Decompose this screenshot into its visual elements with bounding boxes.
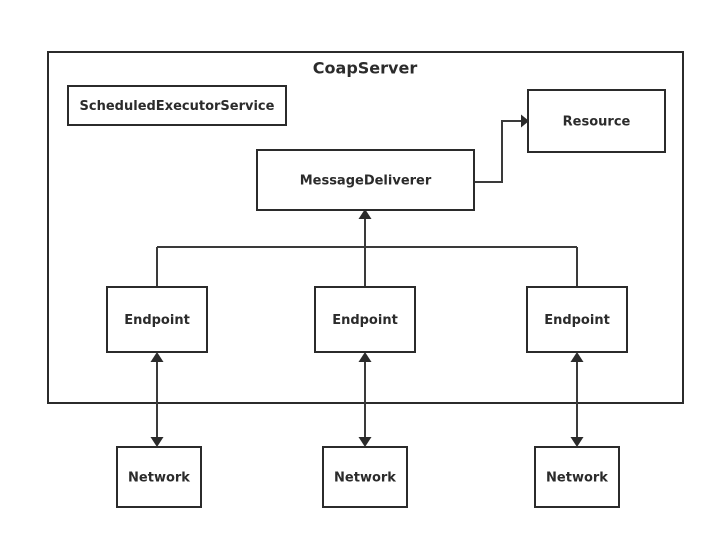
arrowhead-up-endpoint-middle xyxy=(358,352,372,362)
endpoint-middle-label: Endpoint xyxy=(332,313,398,328)
connector-endpoint-middle-to-network-middle xyxy=(358,352,372,447)
connector-endpoint-left-to-network-left xyxy=(150,352,164,447)
message-deliverer-label: MessageDeliverer xyxy=(300,174,432,189)
connector-message-deliverer-to-resource xyxy=(474,114,529,183)
node-network-left[interactable]: Network xyxy=(116,446,202,508)
connector-endpoint-bus xyxy=(156,246,578,288)
scheduled-executor-service-box[interactable] xyxy=(67,85,287,126)
network-middle-box[interactable] xyxy=(322,446,408,508)
network-right-label: Network xyxy=(546,471,608,486)
endpoint-right-box[interactable] xyxy=(526,286,628,353)
coap-server-title: CoapServer xyxy=(313,59,418,78)
node-resource[interactable]: Resource xyxy=(527,89,666,153)
scheduled-executor-service-label: ScheduledExecutorService xyxy=(80,99,275,114)
node-scheduled-executor-service[interactable]: ScheduledExecutorService xyxy=(67,85,287,126)
node-endpoint-right[interactable]: Endpoint xyxy=(526,286,628,353)
arrowhead-up-endpoint-right xyxy=(570,352,584,362)
network-left-label: Network xyxy=(128,471,190,486)
arrowhead-into-message-deliverer xyxy=(358,209,372,219)
node-endpoint-middle[interactable]: Endpoint xyxy=(314,286,416,353)
arrowhead-down-network-middle xyxy=(358,437,372,447)
endpoint-left-box[interactable] xyxy=(106,286,208,353)
connector-endpoint-right-to-network-right xyxy=(570,352,584,447)
node-network-right[interactable]: Network xyxy=(534,446,620,508)
arrowhead-up-endpoint-left xyxy=(150,352,164,362)
resource-box[interactable] xyxy=(527,89,666,153)
connector-endpoints-to-message-deliverer xyxy=(358,209,372,247)
arrowhead-into-resource xyxy=(521,114,529,128)
network-middle-label: Network xyxy=(334,471,396,486)
network-left-box[interactable] xyxy=(116,446,202,508)
endpoint-right-label: Endpoint xyxy=(544,313,610,328)
arrowhead-down-network-left xyxy=(150,437,164,447)
node-network-middle[interactable]: Network xyxy=(322,446,408,508)
node-message-deliverer[interactable]: MessageDeliverer xyxy=(256,149,475,211)
message-deliverer-box[interactable] xyxy=(256,149,475,211)
node-endpoint-left[interactable]: Endpoint xyxy=(106,286,208,353)
arrowhead-down-network-right xyxy=(570,437,584,447)
resource-label: Resource xyxy=(563,115,631,130)
endpoint-left-label: Endpoint xyxy=(124,313,190,328)
endpoint-middle-box[interactable] xyxy=(314,286,416,353)
network-right-box[interactable] xyxy=(534,446,620,508)
